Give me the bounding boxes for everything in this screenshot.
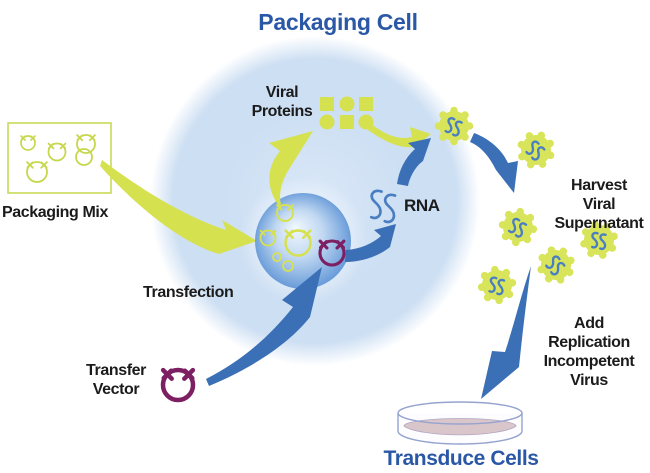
plasmid-icon	[26, 161, 48, 183]
label-packaging-mix: Packaging Mix	[2, 204, 108, 221]
arrow-virus-to-dish	[481, 266, 531, 399]
label-transfer-vector: Transfer Vector	[86, 362, 146, 398]
virus-particle-budding	[435, 107, 474, 146]
page-title: Packaging Cell	[258, 9, 418, 35]
arrow-virus-to-harvest	[470, 133, 518, 193]
label-transfection: Transfection	[143, 284, 234, 301]
arrow-transfer-vector-to-nucleus	[206, 267, 322, 386]
label-viral-proteins: Viral Proteins	[251, 84, 313, 120]
label-rna: RNA	[404, 196, 440, 215]
plasmid-icon	[75, 148, 93, 166]
virus-particle	[530, 239, 582, 291]
virus-particle	[511, 125, 560, 174]
arrow-proteins-to-virus	[368, 123, 431, 148]
transfer-vector-plasmid-icon	[163, 370, 193, 400]
petri-dish	[397, 401, 523, 445]
label-transduce-cells: Transduce Cells	[383, 447, 539, 470]
viral-proteins-icons	[319, 96, 374, 130]
virus-particle	[496, 205, 540, 249]
label-add-virus: Add Replication Incompetent Virus	[543, 315, 635, 389]
arrow-nucleus-to-rna	[345, 224, 396, 262]
label-harvest: Harvest Viral Supernatant	[554, 177, 644, 232]
dish-rim	[397, 401, 523, 425]
arrow-rna-to-virus	[397, 138, 431, 186]
plasmid-icon	[47, 142, 67, 162]
plasmid-icon	[272, 252, 282, 262]
arrow-nucleus-to-proteins	[269, 131, 313, 206]
virus-particle	[475, 263, 519, 307]
packaging-mix-box	[7, 122, 112, 194]
plasmid-icon	[20, 135, 36, 151]
plasmid-icon	[282, 260, 294, 272]
nucleus-plasmids	[259, 204, 346, 272]
arrow-packaging-mix-to-nucleus	[100, 160, 257, 254]
